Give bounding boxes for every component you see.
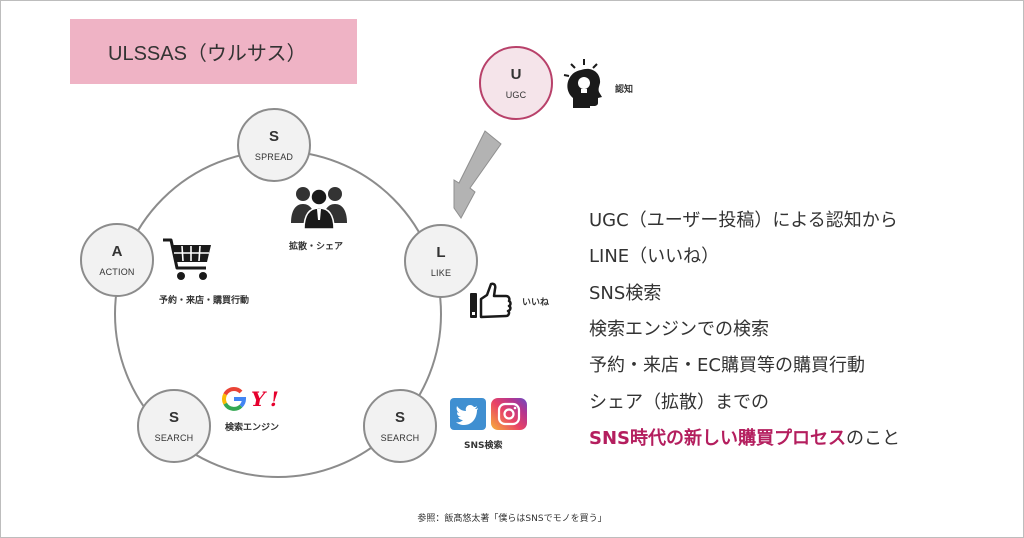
node-like: L LIKE	[404, 224, 478, 298]
desc-line-1: UGC（ユーザー投稿）による認知から	[589, 210, 898, 231]
desc-line-4: 検索エンジンでの検索	[589, 319, 769, 340]
desc-line-6: シェア（拡散）までの	[589, 392, 769, 413]
title-text: ULSSAS（ウルサス）	[108, 43, 307, 65]
node-search-engine: S SEARCH	[137, 389, 211, 463]
reference-note: 参照：飯髙悠太著「僕らはSNSでモノを買う」	[417, 514, 607, 524]
label-kakusan: 拡散・シェア	[289, 242, 344, 252]
twitter-icon	[450, 398, 486, 430]
people-group-icon	[291, 187, 347, 229]
shopping-cart-icon	[163, 238, 211, 280]
thumbs-up-smartphone-icon	[470, 282, 512, 319]
node-search-sns-letter: S	[394, 409, 405, 426]
node-search-engine-letter: S	[168, 409, 179, 426]
google-icon	[222, 387, 247, 411]
label-kensaku-engine: 検索エンジン	[225, 423, 280, 433]
label-sns-kensaku: SNS検索	[464, 441, 503, 451]
node-ugc: U UGC	[479, 46, 553, 120]
node-spread-letter: S	[268, 128, 279, 145]
node-ugc-letter: U	[510, 66, 522, 83]
node-search-sns: S SEARCH	[363, 389, 437, 463]
desc-line-7: SNS時代の新しい購買プロセスのこと	[589, 424, 900, 450]
node-action-letter: A	[111, 243, 123, 260]
node-action-word: ACTION	[99, 267, 135, 277]
title-box: ULSSAS（ウルサス）	[70, 19, 357, 84]
node-search-sns-word: SEARCH	[380, 433, 420, 443]
desc-line-3: SNS検索	[589, 283, 662, 304]
node-search-engine-word: SEARCH	[154, 433, 194, 443]
desc-highlight: SNS時代の新しい購買プロセス	[589, 428, 846, 449]
svg-text:Y: Y	[251, 387, 267, 411]
node-ugc-word: UGC	[505, 90, 527, 100]
desc-line-2: LINE（いいね）	[589, 246, 720, 267]
node-action: A ACTION	[80, 223, 154, 297]
instagram-icon	[491, 398, 527, 430]
node-like-letter: L	[436, 244, 446, 261]
node-spread: S SPREAD	[237, 108, 311, 182]
svg-text:!: !	[270, 387, 279, 411]
desc-line-5: 予約・来店・EC購買等の購買行動	[589, 355, 865, 376]
label-ninchi: 認知	[615, 85, 634, 95]
label-yoyaku: 予約・来店・購買行動	[159, 296, 250, 306]
desc-last-rest: のこと	[846, 428, 900, 449]
node-like-word: LIKE	[430, 268, 452, 278]
lightbulb-head-icon	[563, 59, 602, 108]
label-iine: いいね	[522, 298, 550, 308]
node-spread-word: SPREAD	[254, 152, 294, 162]
yahoo-icon: Y !	[251, 387, 279, 411]
ugc-arrow	[453, 130, 502, 219]
